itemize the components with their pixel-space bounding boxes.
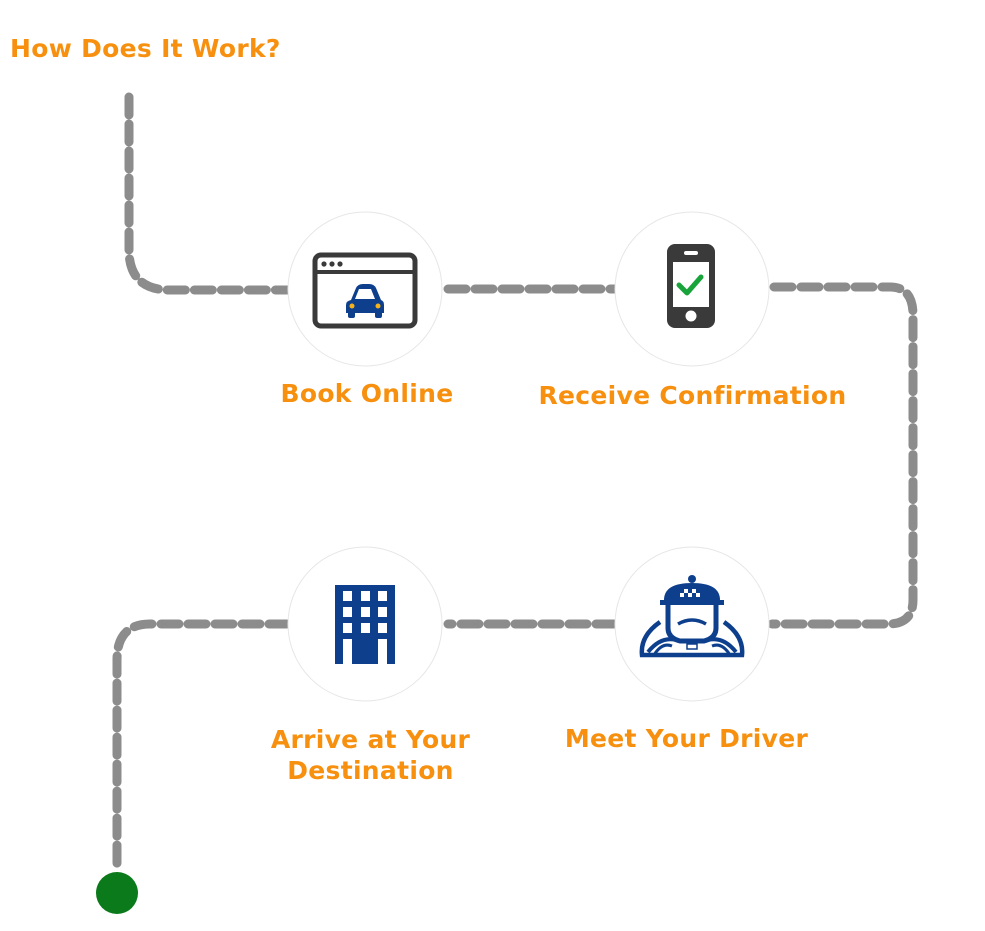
step-label-meet-driver: Meet Your Driver [564,724,809,753]
step-circle-meet [614,546,770,702]
step-label-receive-confirmation: Receive Confirmation [538,381,847,410]
end-dot [96,872,138,914]
step-label-book-online: Book Online [280,379,454,408]
taxi-driver-icon [639,575,745,658]
section-title: How Does It Work? [10,34,281,63]
browser-car-icon [312,252,418,329]
phone-check-icon [667,244,715,328]
building-icon [335,585,395,664]
step-label-arrive-destination: Arrive at Your Destination [270,725,471,785]
dashed-route-path [112,92,918,877]
